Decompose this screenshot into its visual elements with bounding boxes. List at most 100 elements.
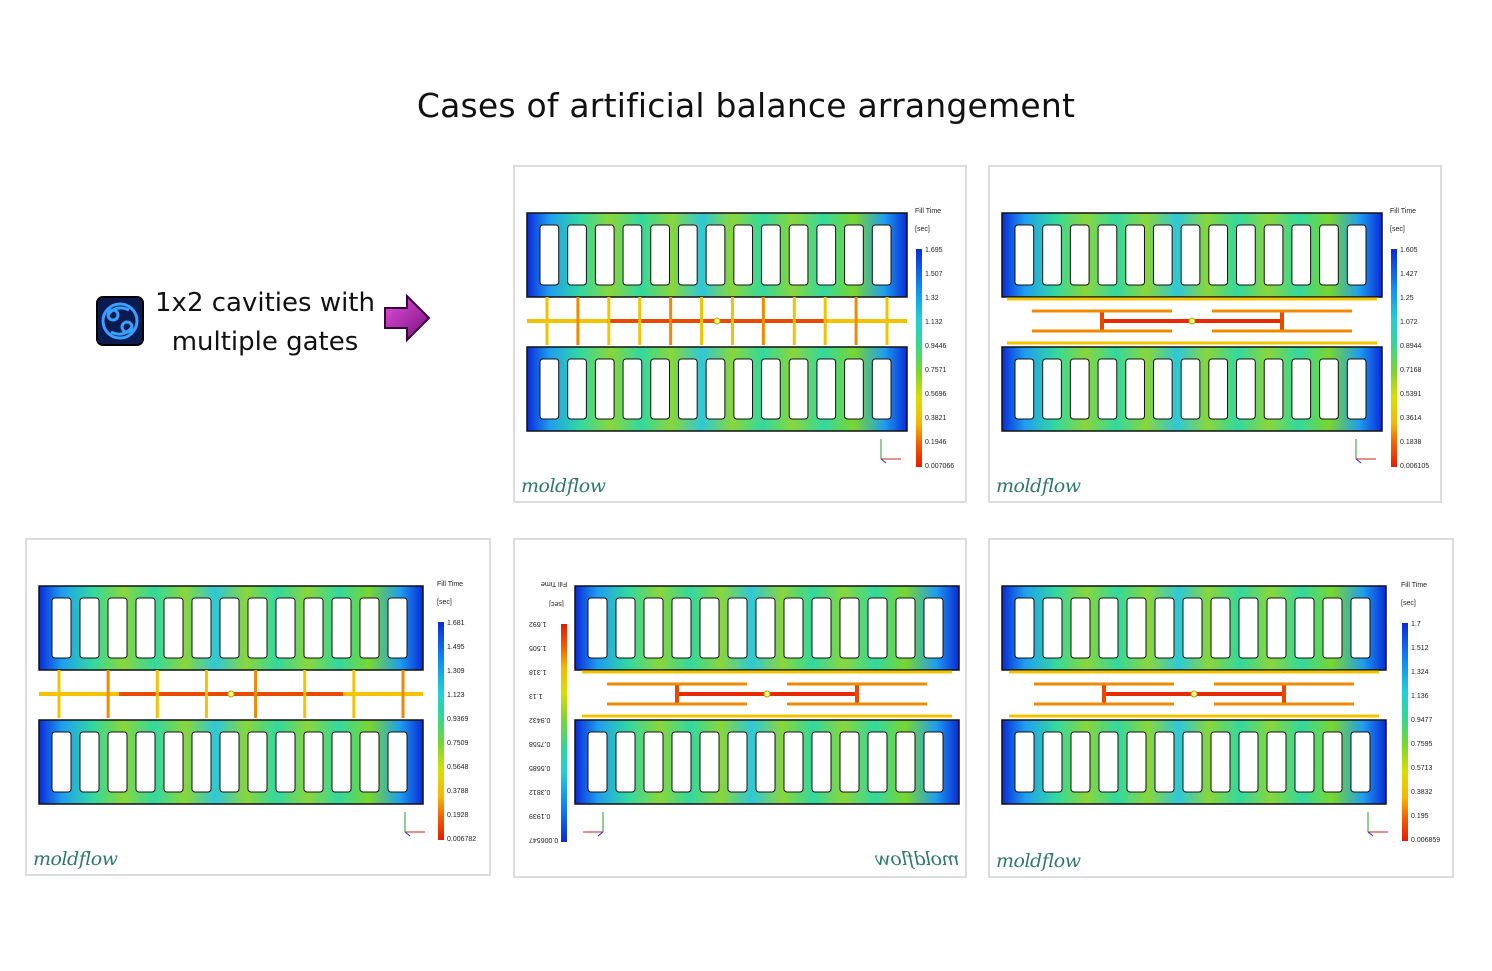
mold-geometry	[38, 585, 424, 805]
legend-tick-label: 1.692	[529, 620, 547, 627]
runner-system	[39, 670, 423, 718]
legend-tick-label: 0.7571	[925, 367, 947, 374]
legend-tick-label: 0.3614	[1400, 415, 1422, 422]
mold-plot	[1001, 585, 1388, 837]
legend-tick-label: 1.695	[925, 247, 943, 254]
axis-triad-icon	[583, 812, 604, 837]
runner-system	[1009, 670, 1379, 718]
axis-triad-icon	[1367, 812, 1388, 837]
cavity	[38, 719, 424, 805]
legend-tick-label: 0.1928	[447, 812, 469, 819]
mold-geometry	[574, 585, 960, 805]
legend-tick-label: 0.3788	[447, 788, 469, 795]
cavity	[1001, 212, 1383, 298]
mold-plot	[1001, 212, 1383, 464]
axis-triad-icon	[880, 439, 901, 464]
legend-tick-label: 0.5648	[447, 764, 469, 771]
legend-color-scale	[561, 624, 567, 842]
moldflow-logo: moldflow	[996, 475, 1081, 497]
mold-geometry	[526, 212, 908, 432]
legend-unit: [sec]	[437, 599, 452, 606]
legend-tick-label: 0.1946	[925, 439, 947, 446]
legend-tick-label: 1.507	[925, 271, 943, 278]
moldflow-logo: moldflow	[33, 848, 118, 870]
legend-tick-label: 1.505	[529, 644, 547, 651]
cavity	[574, 585, 960, 671]
legend-tick-label: 0.1838	[1400, 439, 1422, 446]
legend-tick-label: 1.7	[1411, 621, 1421, 628]
legend-tick-label: 0.7558	[529, 740, 551, 747]
legend-tick-label: 1.512	[1411, 645, 1429, 652]
legend-tick-label: 0.9477	[1411, 717, 1433, 724]
legend-tick-label: 0.9446	[925, 343, 947, 350]
page-title: Cases of artificial balance arrangement	[416, 86, 1076, 125]
legend-tick-label: 1.324	[1411, 669, 1429, 676]
axis-triad-icon	[1355, 439, 1376, 464]
legend-tick-label: 0.3832	[1411, 789, 1433, 796]
legend-tick-label: 1.495	[447, 644, 465, 651]
mold-geometry	[1001, 585, 1387, 805]
cancer-zodiac-icon	[96, 296, 144, 346]
cavity	[1001, 346, 1383, 432]
legend-color-scale	[916, 249, 922, 467]
legend-unit: [sec]	[1390, 226, 1405, 233]
cavity	[1001, 719, 1387, 805]
cavity	[526, 212, 908, 298]
mold-plot	[574, 585, 960, 837]
legend-tick-label: 1.13	[529, 692, 543, 699]
legend-tick-label: 1.25	[1400, 295, 1414, 302]
legend-color-scale	[438, 622, 444, 840]
legend-tick-label: 1.605	[1400, 247, 1418, 254]
legend-tick-label: 0.007066	[925, 463, 955, 470]
axis-triad-icon	[404, 812, 425, 837]
caption: 1x2 cavities with multiple gates	[150, 284, 380, 362]
legend-tick-label: 0.3812	[529, 788, 551, 795]
runner-system	[582, 670, 952, 718]
legend-tick-label: 0.9432	[529, 716, 551, 723]
legend-tick-label: 1.427	[1400, 271, 1418, 278]
legend-title: Fill Time	[541, 580, 568, 587]
legend-tick-label: 0.006547	[529, 836, 559, 843]
legend-tick-label: 0.7168	[1400, 367, 1422, 374]
legend-unit: [sec]	[549, 600, 564, 607]
legend-tick-label: 1.132	[925, 319, 943, 326]
cavity	[526, 346, 908, 432]
moldflow-logo: moldflow	[521, 475, 606, 497]
legend-tick-label: 0.9369	[447, 716, 469, 723]
mold-geometry	[1001, 212, 1383, 432]
legend-tick-label: 1.309	[447, 668, 465, 675]
legend-tick-label: 0.5713	[1411, 765, 1433, 772]
mold-plot	[38, 585, 425, 837]
legend-tick-label: 1.32	[925, 295, 939, 302]
legend-tick-label: 0.006105	[1400, 463, 1430, 470]
legend-color-scale	[1391, 249, 1397, 467]
runner-system	[1007, 297, 1377, 345]
cavity	[1001, 585, 1387, 671]
legend-title: Fill Time	[1401, 582, 1428, 589]
caption-line-1: 1x2 cavities with	[155, 288, 375, 318]
legend-tick-label: 1.681	[447, 620, 465, 627]
legend-tick-label: 0.3821	[925, 415, 947, 422]
legend-title: Fill Time	[915, 208, 942, 215]
legend-tick-label: 0.006782	[447, 836, 477, 843]
legend-tick-label: 0.195	[1411, 813, 1429, 820]
legend-tick-label: 0.5391	[1400, 391, 1422, 398]
legend-tick-label: 0.7509	[447, 740, 469, 747]
mold-plot	[526, 212, 908, 464]
caption-line-2: multiple gates	[171, 327, 359, 357]
fill-time-result-3: Fill Time [sec] moldflow 1.681 1.495 1.309…	[25, 538, 491, 876]
legend-color-scale	[1402, 623, 1408, 841]
legend-title: Fill Time	[437, 581, 464, 588]
legend-tick-label: 0.5696	[925, 391, 947, 398]
legend-unit: [sec]	[1401, 600, 1416, 607]
legend-tick-label: 0.7595	[1411, 741, 1433, 748]
moldflow-logo: moldflow	[875, 848, 960, 870]
legend-title: Fill Time	[1390, 208, 1417, 215]
legend-tick-label: 0.006859	[1411, 837, 1441, 844]
cavity	[574, 719, 960, 805]
cavity	[38, 585, 424, 671]
